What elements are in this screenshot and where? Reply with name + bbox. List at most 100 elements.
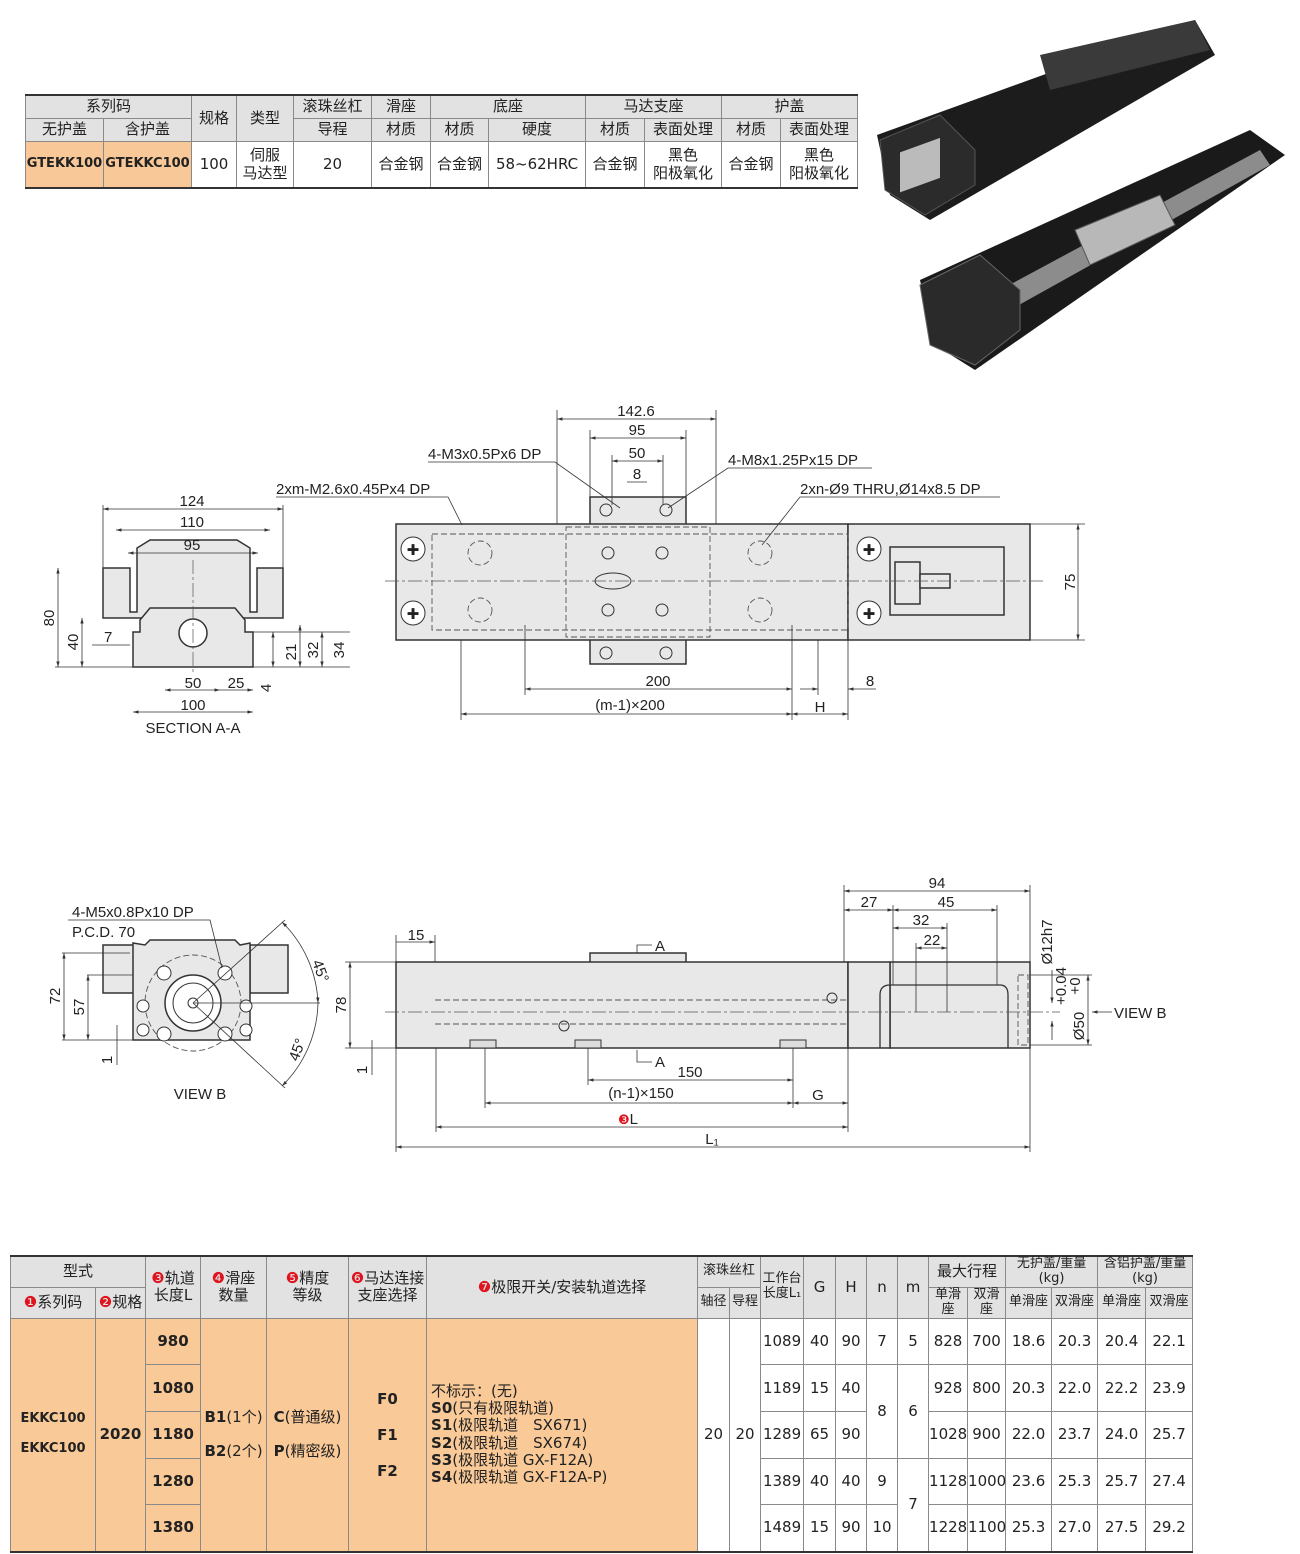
cell-m: 5 [897, 1317, 930, 1366]
dim-L-label: ❸L [618, 1111, 638, 1128]
cell-alcov-double: 22.1 [1145, 1317, 1194, 1366]
cell-cover-mat: 合金钢 [721, 141, 782, 189]
cell-nocov-single: 22.0 [1005, 1410, 1053, 1459]
option-code: S0 [431, 1399, 453, 1418]
cell-nocov-single: 18.6 [1005, 1317, 1053, 1366]
option-desc: (极限轨道 GX-F12A-P) [452, 1468, 608, 1487]
cell-nocover: GTEKK100 [25, 141, 104, 189]
dim-7: 7 [104, 629, 112, 646]
table-row: 1080 1189 15 40 8 6 928 800 20.3 22.0 22… [11, 1364, 1194, 1459]
table-row: 1380 1489 15 90 10 1228 1100 25.3 27.0 2… [11, 1504, 1194, 1553]
header-text: 工作台 [762, 1271, 802, 1287]
cell-motor-surface: 黑色阳极氧化 [644, 141, 723, 189]
header-H: H [835, 1255, 868, 1319]
option-desc: (极限轨道 GX-F12A) [452, 1450, 594, 1469]
callout-1: ❶ [23, 1293, 38, 1312]
header-lead: 导程 [293, 118, 373, 142]
cell-L1: 1389 [760, 1457, 805, 1506]
cell-nocov-double: 27.0 [1051, 1504, 1099, 1553]
header-surface: 表面处理 [644, 118, 723, 142]
option-desc: (精密级) [284, 1442, 342, 1461]
header-alcov-double: 双滑座 [1145, 1286, 1194, 1319]
surf-line1: 黑色 [668, 146, 699, 165]
option-desc: (极限轨道 SX671) [452, 1416, 588, 1435]
cell-n: 10 [866, 1504, 899, 1553]
technical-drawings: 124 110 95 80 40 7 21 32 34 4 50 25 100 … [41, 20, 1285, 1152]
cell-stroke-single: 1028 [928, 1410, 969, 1459]
type-line1: 伺服 [250, 146, 281, 165]
side-view-drawing: 15 A A 78 1 150 (n-1)×150 G ❸L L₁ 94 27 … [333, 875, 1167, 1152]
dim-57: 57 [71, 999, 88, 1016]
dim-150: 150 [677, 1064, 702, 1081]
dim-32: 32 [913, 912, 930, 929]
header-n: n [866, 1255, 899, 1319]
cell-stroke-single: 828 [928, 1317, 969, 1366]
dim-21: 21 [283, 644, 300, 661]
cell-precision: C(普通级)P(精密级) [266, 1317, 350, 1553]
header-lead: 导程 [729, 1286, 762, 1319]
cell-stroke-single: 928 [928, 1364, 969, 1412]
label-m3: 4-M3x0.5Px6 DP [428, 446, 541, 463]
header-text: 系列码 [37, 1293, 83, 1312]
cell-limit-options: 不标示：(无) S0(只有极限轨道) S1(极限轨道 SX671) S2(极限轨… [426, 1317, 699, 1553]
header-text: 等级 [292, 1286, 323, 1305]
cell-stroke-single: 1228 [928, 1504, 969, 1553]
surf-line2: 阳极氧化 [653, 163, 714, 182]
header-material: 材质 [585, 118, 646, 142]
cell-stroke-double: 900 [967, 1410, 1007, 1459]
header-nocov-double: 双滑座 [1051, 1286, 1099, 1319]
header-stroke-double: 双滑座 [967, 1286, 1007, 1319]
dim-m-200: (m-1)×200 [595, 697, 665, 714]
screw-icon: ✚ [407, 542, 420, 559]
product-photo-open [919, 130, 1285, 370]
dim-n-150: (n-1)×150 [608, 1085, 673, 1102]
header-m: m [897, 1255, 930, 1319]
header-stroke: 最大行程 [928, 1255, 1007, 1288]
header-screw: 滚珠丝杠 [697, 1255, 762, 1288]
spec-table: 系列码 规格 类型 滚珠丝杠 滑座 底座 马达支座 护盖 无护盖 含护盖 导程 … [24, 94, 859, 189]
cell-H: 40 [835, 1364, 868, 1412]
header-text: 精度 [299, 1269, 330, 1288]
screw-icon: ✚ [407, 606, 420, 623]
header-type: 类型 [236, 94, 295, 142]
cell-H: 90 [835, 1317, 868, 1366]
header-text: 长度L₁ [762, 1286, 802, 1302]
cell-G: 15 [803, 1364, 837, 1412]
header-text: 长度L [153, 1286, 193, 1305]
cell-spec: 100 [191, 141, 238, 189]
dim-95: 95 [629, 422, 646, 439]
callout-4: ❹ [211, 1269, 226, 1288]
header-motor-support: ❻马达连接支座选择 [348, 1255, 428, 1319]
header-material: 材质 [430, 118, 490, 142]
header-nocover: 无护盖 [25, 118, 104, 142]
cell-H: 90 [835, 1504, 868, 1553]
cell-alcov-double: 25.7 [1145, 1410, 1194, 1459]
limit-option: S4(极限轨道 GX-F12A-P) [431, 1469, 697, 1486]
angle-45-top: 45° [308, 958, 332, 985]
cell-slider-mat: 合金钢 [371, 141, 432, 189]
cell-L1: 1089 [760, 1317, 805, 1366]
cell-stroke-double: 1000 [967, 1457, 1006, 1506]
dim-142-6: 142.6 [617, 403, 655, 420]
ordering-table: 型式 ❸轨道长度L ❹滑座数量 ❺精度等级 ❻马达连接支座选择 ❼极限开关/安装… [9, 1255, 1194, 1553]
cell-alcov-double: 29.2 [1145, 1504, 1194, 1553]
header-cover: 护盖 [721, 94, 859, 119]
view-b-drawing: 45° 45° 4-M5x0.8Px10 DP P.C.D. 70 72 57 … [47, 904, 332, 1103]
header-stroke-single: 单滑座 [928, 1286, 969, 1319]
header-slider-qty: ❹滑座数量 [200, 1255, 268, 1319]
option-code: B1 [204, 1407, 227, 1426]
screw-icon: ✚ [863, 542, 876, 559]
option-code: S4 [431, 1468, 453, 1487]
header-text: 马达连接 [364, 1269, 425, 1288]
header-withcover: 含护盖 [102, 118, 193, 142]
screw-icon: ✚ [863, 606, 876, 623]
option-code: F2 [377, 1461, 398, 1480]
cell-nocov-single: 20.3 [1005, 1364, 1053, 1412]
cell-stroke-double: 1100 [967, 1504, 1006, 1553]
label-m26: 2xm-M2.6x0.45Px4 DP [276, 481, 430, 498]
header-text: 数量 [218, 1286, 249, 1305]
dim-40: 40 [65, 634, 82, 651]
option-code: F1 [377, 1425, 398, 1444]
dim-25: 25 [228, 675, 245, 692]
